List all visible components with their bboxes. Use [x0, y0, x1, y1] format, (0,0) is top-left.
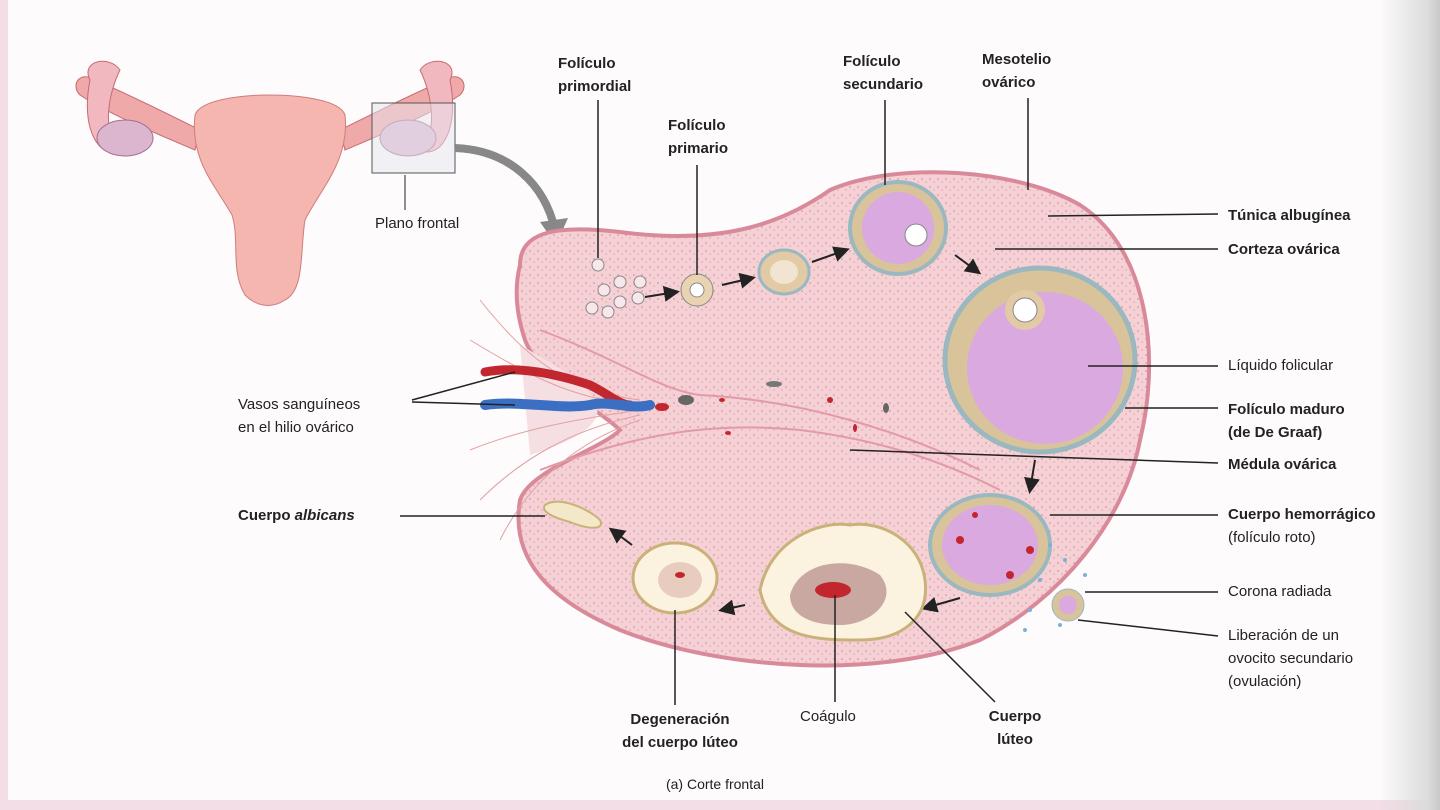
clot [815, 582, 851, 598]
label-plano-frontal: Plano frontal [375, 215, 460, 232]
leader-lines [400, 98, 1219, 705]
uterus-illustration [75, 60, 568, 306]
zoom-arrow [454, 144, 559, 231]
ovary-section [469, 170, 1152, 668]
figure-caption: (a) Corte frontal [665, 776, 765, 792]
label-tunica: Túnica albugínea [1228, 207, 1351, 224]
label-coagulo: Coágulo [800, 708, 856, 725]
page-edge-shadow [1380, 0, 1440, 810]
label-albicans: Cuerpo albicans [238, 507, 355, 524]
label-liquido: Líquido folicular [1228, 357, 1334, 374]
left-ovary [96, 119, 154, 157]
label-corteza: Corteza ovárica [1228, 241, 1340, 258]
primordial-follicles [585, 258, 647, 319]
uterus-body [193, 94, 347, 306]
label-hemorragico: Cuerpo hemorrágico(folículo roto) [1228, 506, 1376, 546]
vein [480, 398, 655, 412]
frontal-plane-box [371, 102, 456, 174]
label-corona: Corona radiada [1228, 583, 1332, 600]
label-medula: Médula ovárica [1228, 456, 1337, 473]
corpus-albicans [543, 500, 602, 529]
label-maduro: Folículo maduro(de De Graaf) [1228, 401, 1345, 441]
